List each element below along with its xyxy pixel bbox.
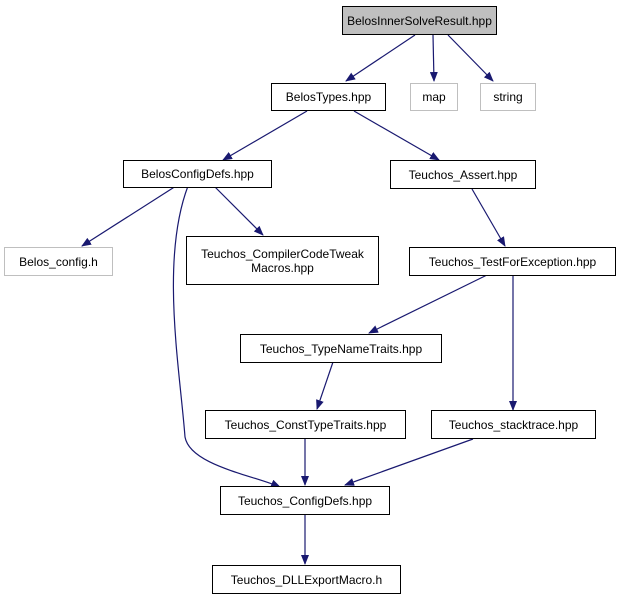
node-belos-inner-solve-result[interactable]: BelosInnerSolveResult.hpp (342, 6, 497, 35)
edge-root-to-belostypes (345, 34, 416, 82)
edge-stacktrace-to-teuchosconfigdefs (344, 438, 474, 486)
edge-belostypes-to-belosconfigdefs (222, 110, 308, 161)
node-label-line-2: Macros.hpp (251, 260, 314, 275)
node-label: BelosInnerSolveResult.hpp (347, 13, 492, 28)
node-teuchos-config-defs[interactable]: Teuchos_ConfigDefs.hpp (220, 486, 390, 515)
node-label: BelosTypes.hpp (285, 90, 372, 104)
node-label: Teuchos_DLLExportMacro.h (230, 572, 383, 587)
node-teuchos-stacktrace[interactable]: Teuchos_stacktrace.hpp (431, 410, 596, 439)
node-belos-config-defs[interactable]: BelosConfigDefs.hpp (123, 160, 272, 188)
node-label: Belos_config.h (19, 254, 98, 269)
node-teuchos-const-type-traits[interactable]: Teuchos_ConstTypeTraits.hpp (205, 410, 406, 439)
node-belos-types[interactable]: BelosTypes.hpp (271, 83, 386, 111)
edge-typenametraits-to-consttypetraits (316, 361, 334, 410)
edge-belosconfigdefs-to-belosconfigh (81, 185, 177, 247)
node-map[interactable]: map (410, 83, 458, 111)
node-label: BelosConfigDefs.hpp (141, 167, 254, 181)
node-label-line-1: Teuchos_CompilerCodeTweak (201, 246, 364, 261)
node-label: Teuchos_ConfigDefs.hpp (237, 493, 373, 508)
node-label: Teuchos_TestForException.hpp (428, 254, 597, 269)
node-label: string (493, 90, 523, 104)
node-belos-config-h[interactable]: Belos_config.h (4, 247, 113, 276)
edge-belosconfigdefs-to-compilercodetweak (213, 185, 264, 236)
node-teuchos-type-name-traits[interactable]: Teuchos_TypeNameTraits.hpp (240, 334, 442, 363)
node-label: Teuchos_stacktrace.hpp (448, 417, 579, 432)
node-label: Teuchos_Assert.hpp (408, 167, 518, 182)
node-teuchos-dll-export-macro[interactable]: Teuchos_DLLExportMacro.h (212, 565, 401, 594)
edge-testforexception-to-typenametraits (368, 274, 488, 334)
edge-teuchosassert-to-testforexception (471, 188, 506, 247)
edge-root-to-string (447, 34, 494, 82)
node-teuchos-assert[interactable]: Teuchos_Assert.hpp (390, 160, 536, 189)
edge-belostypes-to-teuchosassert (353, 110, 440, 161)
node-string[interactable]: string (480, 83, 536, 111)
edge-root-to-map (429, 34, 438, 82)
edge-belosconfigdefs-to-teuchosconfigdefs (172, 185, 281, 488)
node-teuchos-compiler-code-tweak-macros[interactable]: Teuchos_CompilerCodeTweak Macros.hpp (186, 236, 379, 285)
node-label: Teuchos_TypeNameTraits.hpp (259, 341, 423, 356)
node-label: Teuchos_ConstTypeTraits.hpp (224, 417, 387, 432)
node-label: map (422, 90, 446, 104)
node-teuchos-test-for-exception[interactable]: Teuchos_TestForException.hpp (409, 247, 616, 276)
